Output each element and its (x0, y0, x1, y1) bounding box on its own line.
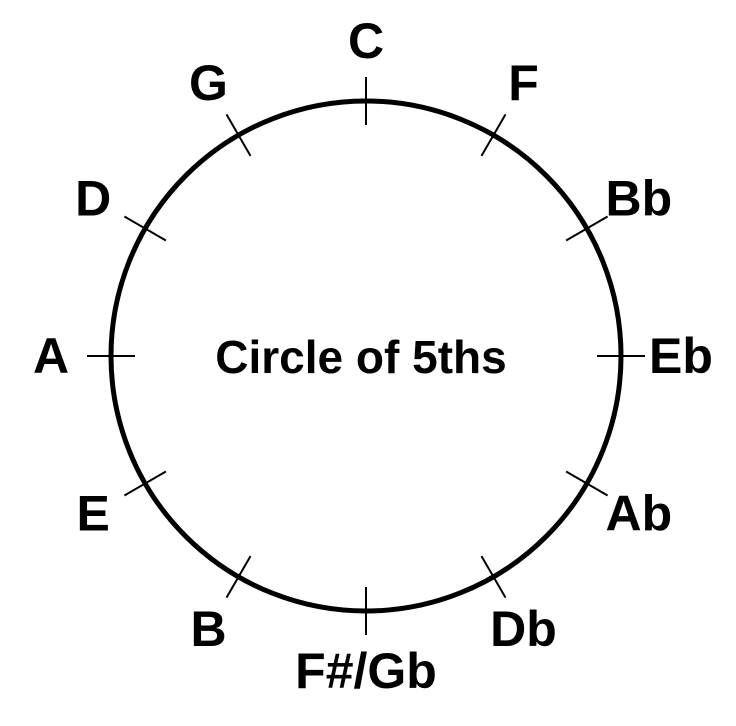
tick-mark (123, 215, 167, 242)
note-label: A (33, 328, 69, 384)
note-label: F (508, 55, 539, 111)
note-label: B (190, 601, 226, 657)
tick-mark (565, 215, 609, 242)
tick-mark (480, 555, 507, 599)
diagram-title: Circle of 5ths (215, 331, 506, 383)
note-label: Eb (649, 328, 713, 384)
note-label: Bb (605, 171, 672, 227)
tick-mark (225, 113, 252, 157)
tick-mark (123, 470, 167, 497)
tick-mark (225, 555, 252, 599)
note-label: C (348, 13, 384, 69)
note-label: E (77, 486, 110, 542)
tick-mark (565, 470, 609, 497)
note-label: Ab (605, 486, 672, 542)
note-label: Db (490, 601, 557, 657)
tick-marks (87, 77, 645, 635)
note-label: G (189, 55, 228, 111)
note-label: D (75, 171, 111, 227)
note-label: F#/Gb (295, 643, 437, 699)
tick-mark (480, 113, 507, 157)
